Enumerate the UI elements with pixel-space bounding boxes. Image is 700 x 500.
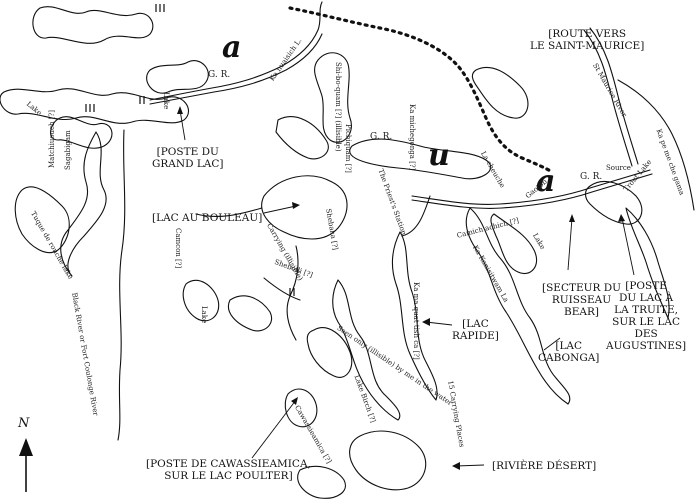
map-glyph: u	[428, 138, 450, 173]
place-label: Source	[606, 164, 631, 172]
callout-riviere-desert: [RIVIÈRE DÉSERT]	[492, 460, 597, 472]
callout-arrow	[543, 337, 561, 351]
lake-shore	[391, 231, 438, 401]
north-label: N	[18, 416, 30, 431]
river	[195, 207, 263, 217]
lake-shore	[490, 213, 538, 274]
callout-arrow	[263, 205, 297, 214]
lake-shore	[146, 60, 209, 94]
place-label: Lake	[162, 92, 170, 110]
place-label: Ka ma quat tish ca [?]	[412, 282, 420, 360]
post-markers	[85, 4, 295, 296]
callout-lac-truite: [POSTE DU LAC À LA TRUITE, SUR LE LAC DE…	[606, 280, 687, 352]
callout-lac-rapide: [LAC RAPIDE]	[452, 318, 499, 342]
river	[617, 79, 695, 211]
lake-shore	[332, 279, 401, 421]
arrow-head	[292, 202, 300, 209]
lake-shore	[471, 66, 529, 119]
callout-cawassieamica: [POSTE DE CAWASSIEAMICA, SUR LE LAC POUL…	[146, 458, 311, 482]
arrow-head	[291, 397, 298, 405]
lake-shore	[349, 430, 427, 491]
callout-secteur-bear: [SECTEUR DU RUISSEAU BEAR]	[542, 282, 622, 318]
callout-route-saint-maurice: [ROUTE VERS LE SAINT-MAURICE]	[530, 28, 645, 52]
river	[583, 29, 633, 167]
lake-shore	[584, 181, 643, 225]
lake-shore	[314, 52, 352, 143]
arrow-head	[569, 214, 575, 222]
place-label: Pichiquam [?]	[344, 124, 352, 173]
lake-shore	[182, 279, 220, 322]
place-label: Camcon [?]	[174, 228, 182, 269]
north-arrow	[19, 438, 33, 492]
river	[411, 173, 653, 209]
place-label: Lake	[200, 306, 208, 324]
callout-arrow	[567, 217, 573, 271]
lake-shore	[465, 207, 571, 405]
lake-shore	[306, 327, 353, 378]
arrow-head	[422, 318, 430, 326]
callout-arrow	[455, 464, 485, 467]
lake-shore	[297, 465, 346, 499]
place-label: Matchiuouch [?]	[48, 110, 56, 168]
place-label: G. R.	[208, 70, 231, 80]
river	[411, 169, 651, 205]
arrow-head	[177, 106, 183, 114]
lake-shore	[60, 131, 107, 277]
river	[589, 27, 639, 165]
place-label: Ka michegonga [?]	[408, 104, 416, 171]
lake-shore	[261, 175, 348, 240]
lake-shore	[349, 138, 492, 180]
arrow-head	[452, 462, 460, 470]
lake-shore	[275, 116, 329, 160]
lake-shore	[50, 116, 113, 149]
callout-grand-lac: [POSTE DU GRAND LAC]	[152, 146, 224, 170]
river	[117, 129, 126, 441]
route-line	[288, 6, 554, 174]
callout-arrow	[251, 399, 297, 459]
lake-shore	[32, 6, 154, 44]
lake-shore	[0, 88, 190, 124]
callout-arrow	[425, 321, 453, 326]
place-label: G. R.	[370, 132, 393, 142]
river	[149, 1, 323, 101]
map-glyph: a	[536, 164, 556, 199]
callout-arrow	[179, 109, 186, 141]
map-glyph: a	[222, 30, 242, 65]
lake-shore	[625, 207, 670, 319]
river	[149, 33, 323, 105]
river	[401, 195, 431, 237]
arrow-head	[618, 214, 625, 222]
river	[263, 277, 301, 301]
lake-shore	[228, 295, 272, 332]
place-label: Sagabigam	[64, 130, 72, 170]
place-label: Shi-bo-quam [?] (illisible)	[334, 62, 342, 152]
callout-lac-cabonga: [LAC CABONGA]	[538, 340, 600, 364]
lake-shore	[14, 186, 70, 254]
callout-lac-au-bouleau: [LAC AU BOULEAU]	[152, 212, 263, 224]
callout-arrow	[621, 217, 635, 276]
place-label: G. R.	[580, 172, 603, 182]
